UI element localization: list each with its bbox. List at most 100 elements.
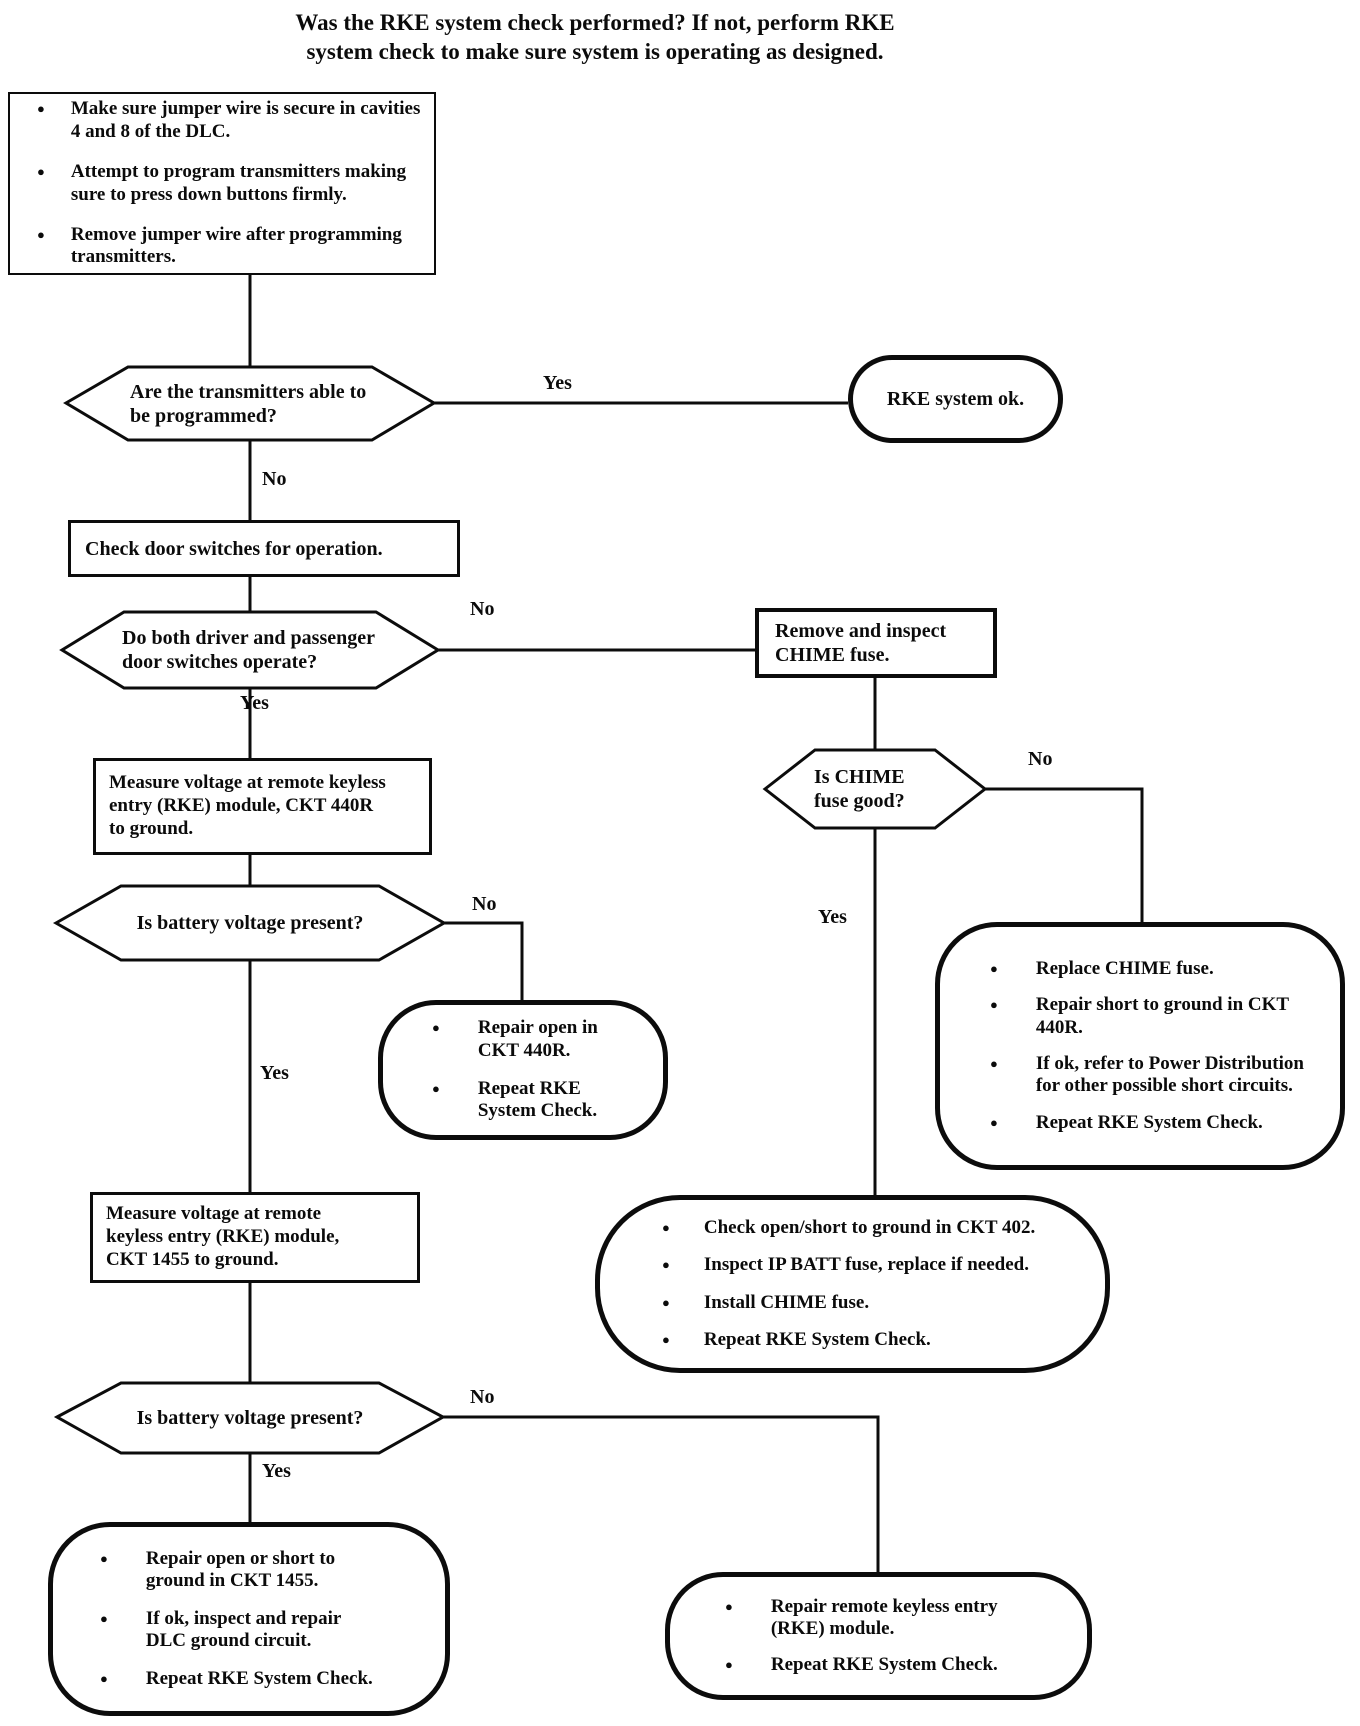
bullet-icon: ● <box>990 997 998 1013</box>
bullet-text: Repair remote keyless entry (RKE) module… <box>770 1595 998 1640</box>
bullet-text: If ok, inspect and repair DLC ground cir… <box>145 1607 341 1652</box>
title-line-2: system check to make sure system is oper… <box>306 39 884 65</box>
process-text: Measure voltage at remote keyless entry … <box>106 1203 340 1270</box>
bullet-text: Check open/short to ground in CKT 402. <box>703 1216 1036 1238</box>
bullet-text: Replace CHIME fuse. <box>1035 957 1214 979</box>
bullet-icon: ● <box>725 1598 733 1614</box>
bullet-icon: ● <box>662 1331 670 1347</box>
branch-label-yes-chime-fuse: Yes <box>818 906 847 928</box>
bullet-icon: ● <box>662 1294 670 1310</box>
terminal-check-ckt402: ● Check open/short to ground in CKT 402.… <box>595 1195 1110 1373</box>
list-item: ● Check open/short to ground in CKT 402. <box>662 1217 1085 1239</box>
branch-label-no-transmitters: No <box>262 468 287 490</box>
decision-text: Are the transmitters able to be programm… <box>130 380 367 427</box>
list-item: ● Inspect IP BATT fuse, replace if neede… <box>662 1254 1085 1276</box>
terminal-text: RKE system ok. <box>886 388 1025 410</box>
bullet-icon: ● <box>37 101 45 117</box>
list-item: ● Remove jumper wire after programming t… <box>37 224 430 269</box>
decision-battery-voltage-2: Is battery voltage present? <box>57 1383 443 1453</box>
bullet-icon: ● <box>990 1056 998 1071</box>
decision-text: Is battery voltage present? <box>136 912 364 934</box>
edge-no-to-repair-rke <box>443 1415 880 1572</box>
start-checklist-box: ● Make sure jumper wire is secure in cav… <box>8 92 436 275</box>
process-text: Remove and inspect CHIME fuse. <box>775 620 947 666</box>
page-title: Was the RKE system check performed? If n… <box>0 8 1190 67</box>
edge-no-to-replace-chime <box>985 787 1144 922</box>
edge-no-to-repair-440r <box>444 921 524 1000</box>
list-item: ● Repeat RKE System Check. <box>432 1078 633 1123</box>
bullet-icon: ● <box>432 1020 440 1036</box>
process-text: Check door switches for operation. <box>85 537 383 560</box>
list-item: ● Install CHIME fuse. <box>662 1292 1085 1314</box>
title-line-1: Was the RKE system check performed? If n… <box>295 10 895 35</box>
bullet-text: Repeat RKE System Check. <box>1035 1111 1263 1133</box>
terminal-repair-rke-module: ● Repair remote keyless entry (RKE) modu… <box>665 1572 1092 1700</box>
bullet-text: Inspect IP BATT fuse, replace if needed. <box>703 1254 1029 1276</box>
bullet-text: Repeat RKE System Check. <box>477 1078 598 1122</box>
list-item: ● Replace CHIME fuse. <box>990 958 1318 980</box>
bullet-icon: ● <box>725 1656 733 1672</box>
list-item: ● Repair open or short to ground in CKT … <box>100 1548 420 1593</box>
list-item: ● If ok, refer to Power Distribution for… <box>990 1053 1318 1098</box>
bullet-text: Make sure jumper wire is secure in cavit… <box>70 98 421 142</box>
decision-chime-fuse-hexagon <box>762 748 988 830</box>
list-item: ● Repeat RKE System Check. <box>725 1654 1067 1676</box>
list-item: ● Make sure jumper wire is secure in cav… <box>37 98 430 143</box>
decision-transmitters-programmable: Are the transmitters able to be programm… <box>130 367 376 440</box>
decision-text: Is CHIME fuse good? <box>814 766 905 812</box>
process-text: Measure voltage at remote keyless entry … <box>109 772 386 839</box>
bullet-text: Repeat RKE System Check. <box>703 1328 931 1350</box>
decision-door-switches: Do both driver and passenger door switch… <box>122 612 390 688</box>
branch-label-yes-battery-2: Yes <box>262 1460 291 1482</box>
bullet-text: Remove jumper wire after programming tra… <box>70 223 402 268</box>
process-remove-chime-fuse: Remove and inspect CHIME fuse. <box>755 608 997 678</box>
decision-text: Is battery voltage present? <box>136 1407 364 1429</box>
decision-battery-1-hexagon <box>52 884 448 962</box>
list-item: ● Repair remote keyless entry (RKE) modu… <box>725 1596 1067 1641</box>
bullet-icon: ● <box>662 1257 670 1273</box>
list-item: ● Repeat RKE System Check. <box>100 1668 420 1690</box>
bullet-icon: ● <box>37 164 45 180</box>
bullet-text: Repair open or short to ground in CKT 14… <box>145 1547 336 1592</box>
bullet-text: Repair open in CKT 440R. <box>477 1017 598 1061</box>
branch-label-yes-transmitters: Yes <box>543 372 572 394</box>
process-measure-ckt1455: Measure voltage at remote keyless entry … <box>90 1192 420 1283</box>
bullet-icon: ● <box>662 1219 670 1235</box>
bullet-text: Install CHIME fuse. <box>703 1291 870 1313</box>
branch-label-no-battery-2: No <box>470 1386 495 1408</box>
terminal-repair-ckt1455: ● Repair open or short to ground in CKT … <box>48 1522 450 1716</box>
branch-label-yes-battery-1: Yes <box>260 1062 289 1084</box>
bullet-text: Attempt to program transmitters making s… <box>70 161 407 205</box>
branch-label-no-chime-fuse: No <box>1028 748 1053 770</box>
bullet-text: Repair short to ground in CKT 440R. <box>1035 994 1289 1038</box>
decision-battery-2-hexagon <box>53 1381 447 1455</box>
terminal-repair-ckt440r: ● Repair open in CKT 440R. ● Repeat RKE … <box>378 1000 668 1140</box>
branch-label-no-battery-1: No <box>472 893 497 915</box>
bullet-text: Repeat RKE System Check. <box>145 1667 373 1689</box>
list-item: ● If ok, inspect and repair DLC ground c… <box>100 1608 420 1653</box>
branch-label-no-door-switches: No <box>470 598 495 620</box>
bullet-text: If ok, refer to Power Distribution for o… <box>1035 1053 1304 1097</box>
list-item: ● Repair open in CKT 440R. <box>432 1017 633 1062</box>
bullet-icon: ● <box>100 1670 108 1686</box>
branch-label-yes-door-switches: Yes <box>240 692 269 714</box>
process-check-door-switches: Check door switches for operation. <box>68 520 460 577</box>
bullet-text: Repeat RKE System Check. <box>770 1653 998 1675</box>
bullet-icon: ● <box>432 1081 440 1096</box>
decision-text: Do both driver and passenger door switch… <box>122 627 375 673</box>
bullet-icon: ● <box>37 226 45 242</box>
bullet-icon: ● <box>990 960 998 976</box>
list-item: ● Repeat RKE System Check. <box>662 1329 1085 1351</box>
terminal-replace-chime-fuse: ● Replace CHIME fuse. ● Repair short to … <box>935 922 1345 1170</box>
decision-chime-fuse: Is CHIME fuse good? <box>814 750 940 828</box>
process-measure-ckt440r: Measure voltage at remote keyless entry … <box>93 758 432 855</box>
list-item: ● Repair short to ground in CKT 440R. <box>990 994 1318 1039</box>
terminal-rke-system-ok: RKE system ok. <box>848 355 1063 443</box>
bullet-icon: ● <box>990 1114 998 1130</box>
decision-transmitters-hexagon <box>63 365 437 442</box>
decision-battery-voltage-1: Is battery voltage present? <box>56 886 444 960</box>
list-item: ● Repeat RKE System Check. <box>990 1112 1318 1134</box>
list-item: ● Attempt to program transmitters making… <box>37 161 430 206</box>
